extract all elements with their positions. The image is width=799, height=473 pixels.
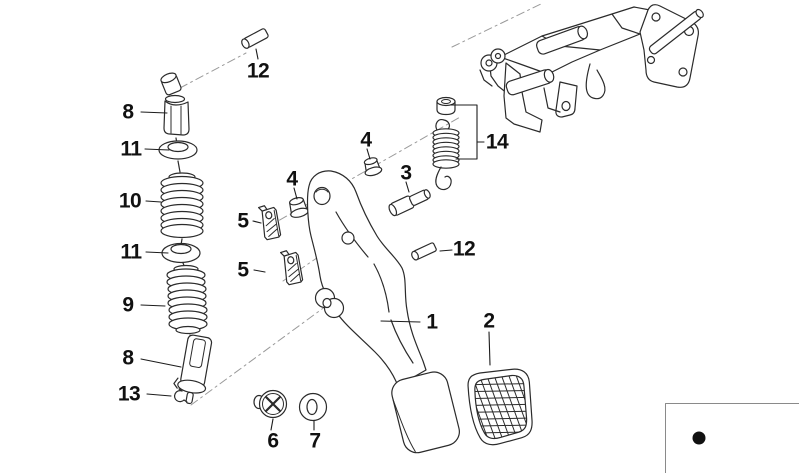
retaining-clip-13 xyxy=(173,388,188,403)
callout-part-12-upper[interactable]: 12 xyxy=(246,59,270,83)
callout-part-4-left[interactable]: 4 xyxy=(286,167,298,191)
tension-spring-14 xyxy=(432,119,460,191)
bushing-4-left xyxy=(289,197,309,218)
callout-part-5-lower[interactable]: 5 xyxy=(237,258,249,282)
callout-part-11-upper[interactable]: 11 xyxy=(120,137,142,161)
spring-cup-11-upper xyxy=(158,140,198,173)
callout-part-14[interactable]: 14 xyxy=(485,130,509,154)
grommet-7 xyxy=(298,392,328,422)
callout-part-4-right[interactable]: 4 xyxy=(360,128,372,152)
callout-part-8-lower[interactable]: 8 xyxy=(122,346,134,370)
pad-waffle-pattern xyxy=(471,372,533,441)
plunger-8-upper xyxy=(160,72,190,145)
leader-lines xyxy=(140,48,491,431)
callout-part-12-right[interactable]: 12 xyxy=(452,237,476,261)
callout-part-6[interactable]: 6 xyxy=(267,429,279,453)
callout-14-bracket-lines xyxy=(450,104,485,160)
callout-part-9[interactable]: 9 xyxy=(122,293,134,317)
bushing-4-right xyxy=(363,157,383,177)
screw-plug-6 xyxy=(253,389,288,419)
callout-part-13[interactable]: 13 xyxy=(117,382,141,406)
pin-12-right xyxy=(411,242,437,261)
spring-cup-11-lower xyxy=(161,242,201,269)
pedal-pad-2 xyxy=(467,368,533,446)
clip-5-lower xyxy=(279,250,304,286)
callout-part-2[interactable]: 2 xyxy=(483,309,495,333)
callout-part-10[interactable]: 10 xyxy=(118,189,142,213)
nut-14 xyxy=(436,96,456,116)
pin-3 xyxy=(388,189,431,217)
callout-part-3[interactable]: 3 xyxy=(400,161,412,185)
callout-part-1[interactable]: 1 xyxy=(426,310,438,334)
clip-5-upper xyxy=(257,205,282,241)
pedal-support-bracket xyxy=(479,4,704,133)
callout-part-11-lower[interactable]: 11 xyxy=(120,240,142,264)
callout-part-5-upper[interactable]: 5 xyxy=(237,209,249,233)
callout-part-7[interactable]: 7 xyxy=(309,429,321,453)
callout-part-8-upper[interactable]: 8 xyxy=(122,100,134,124)
coil-spring-10 xyxy=(160,172,204,246)
plunger-8-lower xyxy=(173,334,213,405)
pedal-arm xyxy=(306,170,460,454)
legend-dot xyxy=(692,431,706,445)
pin-12-upper xyxy=(241,28,269,49)
coil-spring-9 xyxy=(166,264,208,342)
legend-box xyxy=(665,403,799,473)
